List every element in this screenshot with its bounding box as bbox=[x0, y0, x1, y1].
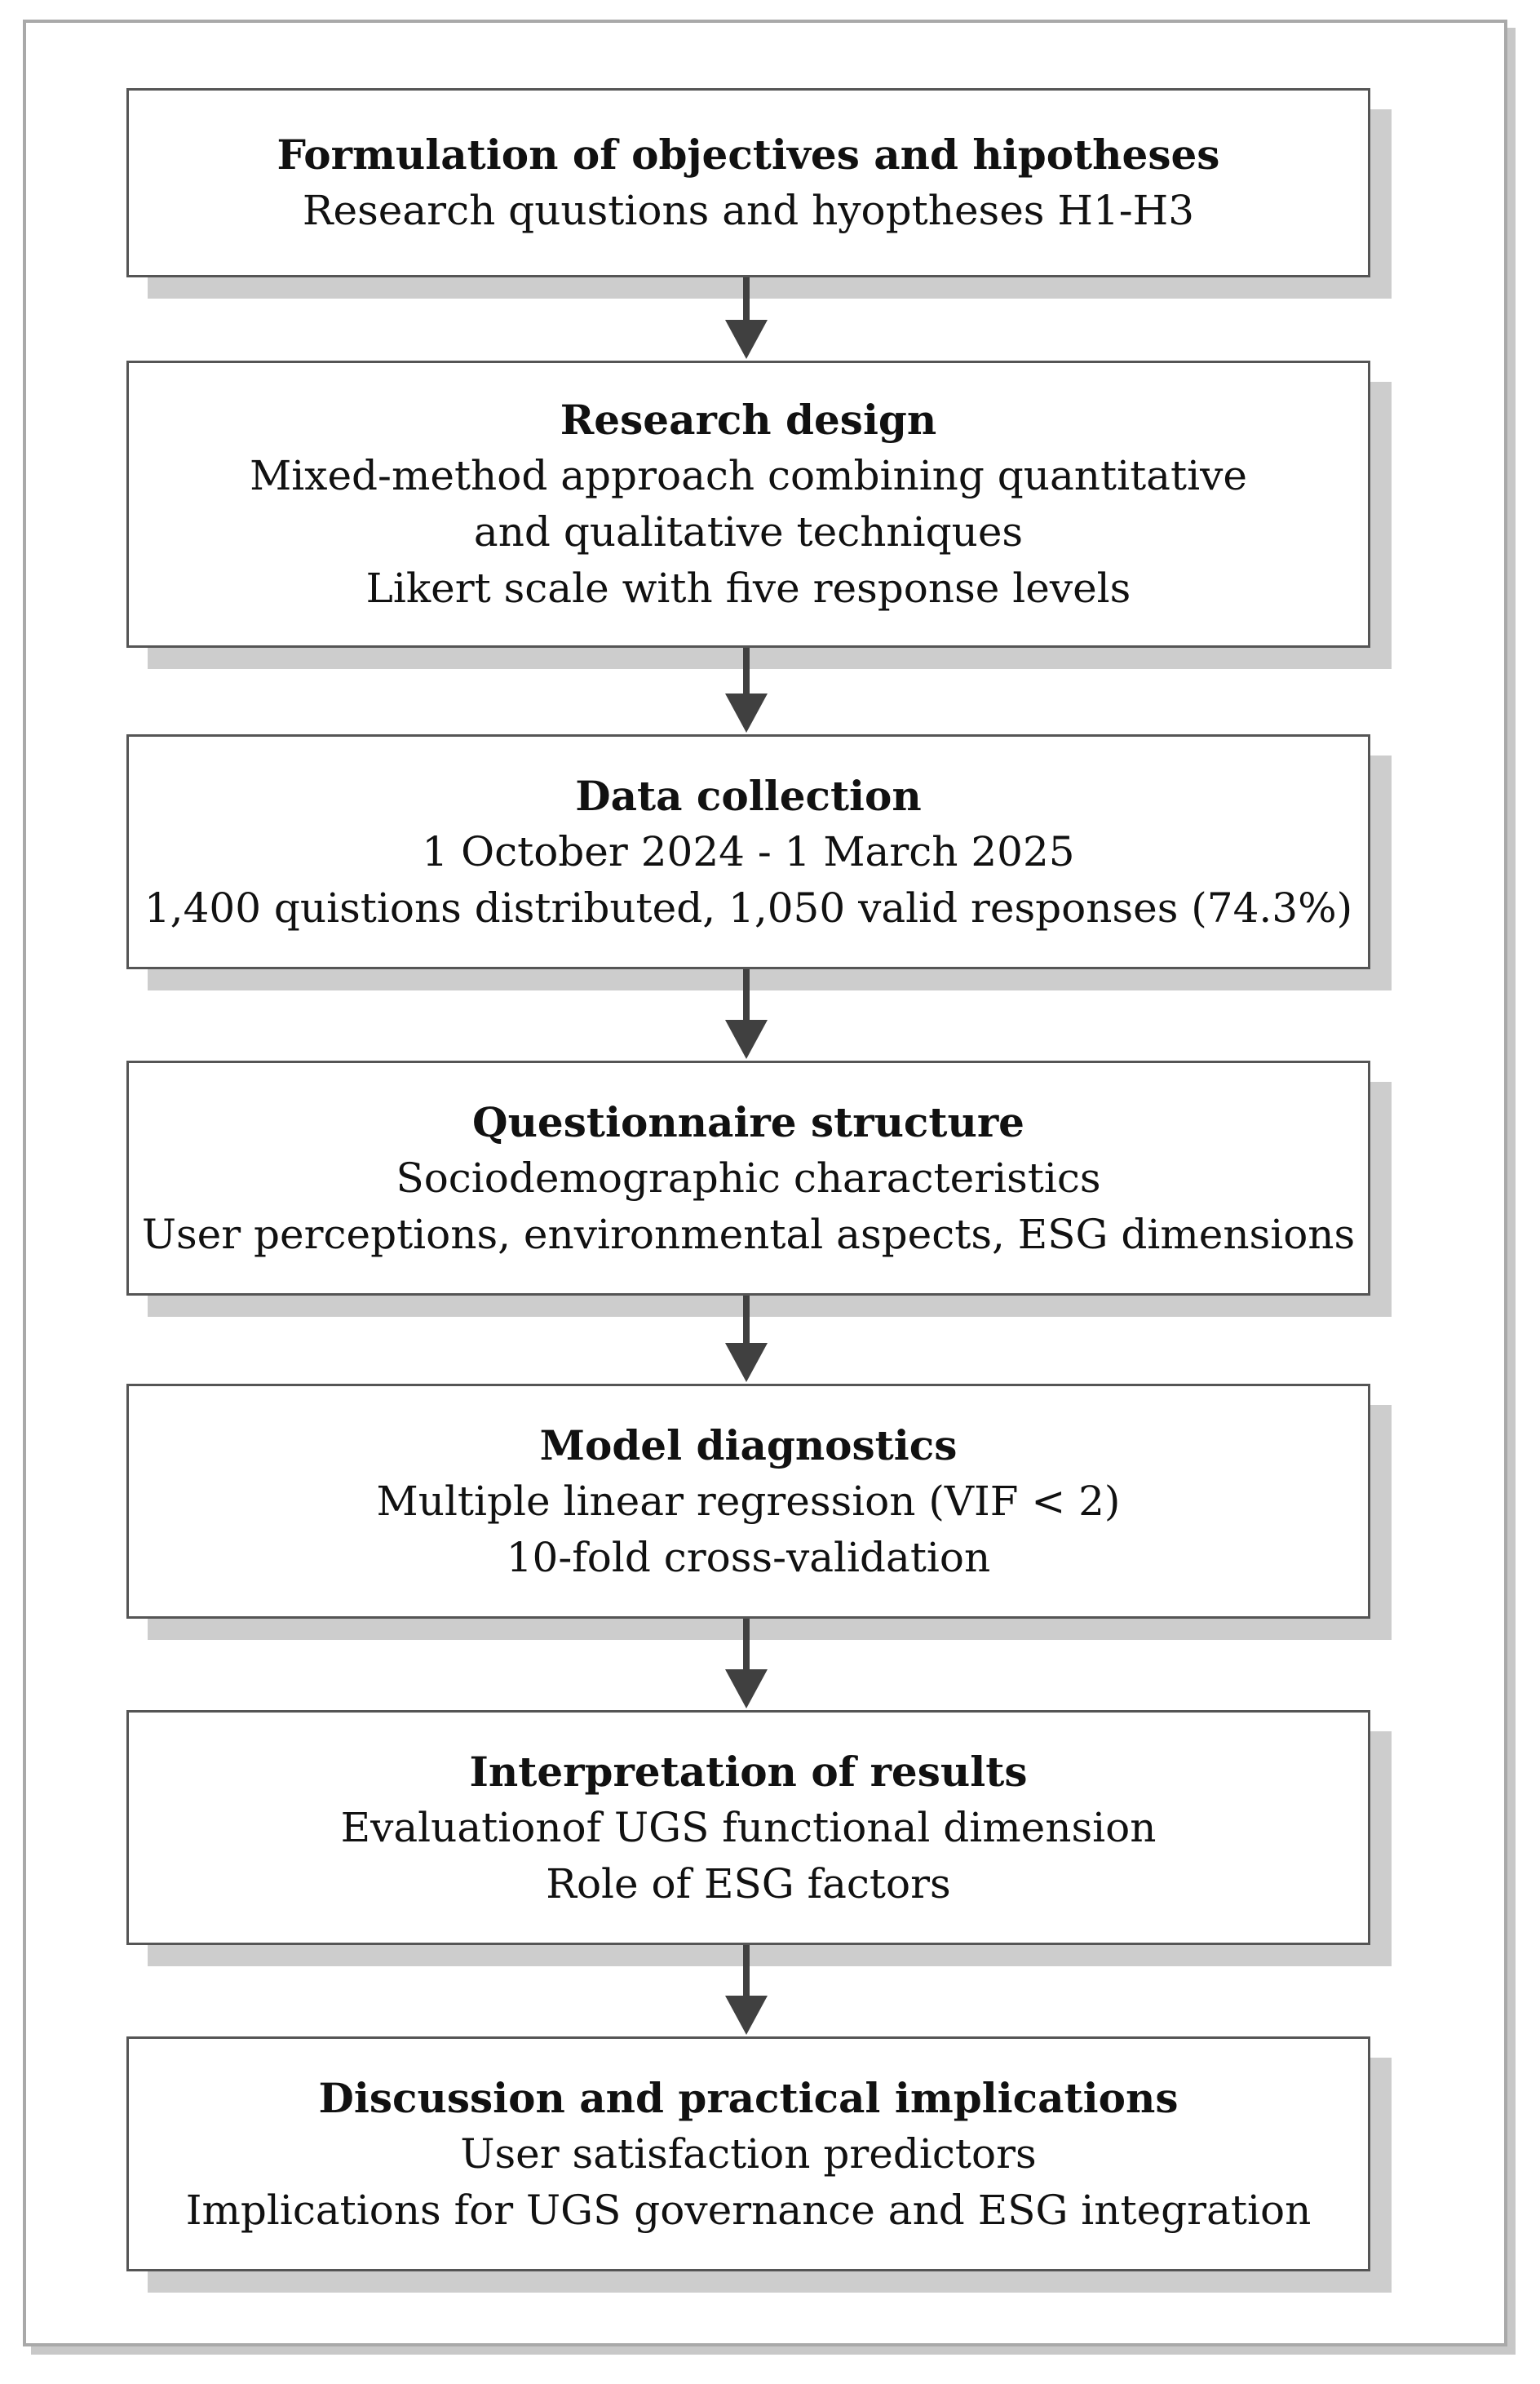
step-title: Formulation of objectives and hipotheses bbox=[277, 131, 1220, 179]
step-line: User satisfaction predictors bbox=[460, 2129, 1037, 2178]
step-title: Research design bbox=[560, 396, 937, 444]
step-title: Questionnaire structure bbox=[472, 1097, 1024, 1146]
step-line: Mixed-method approach combining quantita… bbox=[250, 452, 1247, 499]
step-line: Implications for UGS governance and ESG … bbox=[185, 2186, 1312, 2234]
step-line: Evaluationof UGS functional dimension bbox=[340, 1803, 1157, 1851]
step-line: Research quustions and hyoptheses H1-H3 bbox=[302, 187, 1195, 234]
arrow-down-icon bbox=[725, 1296, 768, 1382]
step-title: Model diagnostics bbox=[539, 1420, 958, 1469]
step-questionnaire-structure: Questionnaire structure Sociodemographic… bbox=[126, 1061, 1370, 1296]
arrow-down-icon bbox=[725, 969, 768, 1059]
step-line: Role of ESG factors bbox=[546, 1859, 951, 1908]
step-line: Multiple linear regression (VIF < 2) bbox=[376, 1477, 1121, 1525]
step-line: 1 October 2024 - 1 March 2025 bbox=[422, 827, 1075, 875]
arrow-down-icon bbox=[725, 277, 768, 359]
step-line: Sociodemographic characteristics bbox=[396, 1154, 1101, 1202]
step-research-design: Research design Mixed-method approach co… bbox=[126, 361, 1370, 648]
step-line: 10-fold cross-validation bbox=[506, 1533, 991, 1581]
step-formulation: Formulation of objectives and hipotheses… bbox=[126, 88, 1370, 277]
step-line: and qualitative techniques bbox=[473, 508, 1024, 556]
arrow-down-icon bbox=[725, 1619, 768, 1708]
step-title: Discussion and practical implications bbox=[318, 2073, 1179, 2122]
step-model-diagnostics: Model diagnostics Multiple linear regres… bbox=[126, 1384, 1370, 1619]
step-line: User perceptions, environmental aspects,… bbox=[141, 1210, 1356, 1258]
arrow-down-icon bbox=[725, 648, 768, 733]
arrow-down-icon bbox=[725, 1945, 768, 2035]
step-discussion-and-implications: Discussion and practical implications Us… bbox=[126, 2036, 1370, 2271]
step-title: Data collection bbox=[575, 771, 922, 820]
step-line: Likert scale with five response levels bbox=[365, 565, 1131, 612]
step-data-collection: Data collection 1 October 2024 - 1 March… bbox=[126, 734, 1370, 969]
step-interpretation-of-results: Interpretation of results Evaluationof U… bbox=[126, 1710, 1370, 1945]
step-line: 1,400 quistions distributed, 1,050 valid… bbox=[144, 884, 1353, 932]
step-title: Interpretation of results bbox=[469, 1747, 1028, 1796]
